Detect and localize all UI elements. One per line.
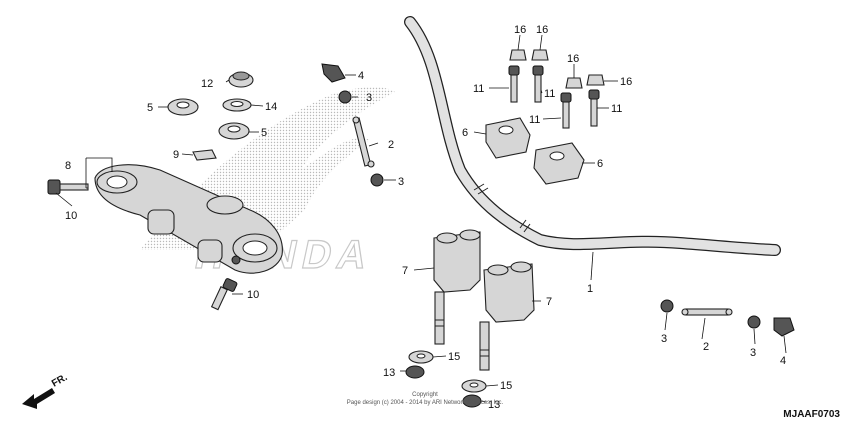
callout-4: 4 bbox=[780, 355, 786, 367]
bolt-11-c bbox=[560, 92, 572, 129]
callout-13: 13 bbox=[383, 367, 395, 379]
bolt-11-a bbox=[508, 65, 520, 103]
callout-11: 11 bbox=[544, 88, 555, 100]
callout-3: 3 bbox=[750, 347, 756, 359]
direction-label: FR. bbox=[50, 372, 70, 390]
top-bridge bbox=[94, 164, 283, 274]
callout-16: 16 bbox=[514, 24, 526, 36]
callout-15: 15 bbox=[448, 351, 460, 363]
callout-3: 3 bbox=[398, 176, 404, 188]
callout-7: 7 bbox=[402, 265, 408, 277]
callout-11: 11 bbox=[611, 103, 622, 115]
clamp-4-upper bbox=[321, 63, 346, 83]
callout-3: 3 bbox=[366, 92, 372, 104]
handlebar bbox=[404, 16, 781, 256]
callout-15: 15 bbox=[500, 380, 512, 392]
callout-6: 6 bbox=[462, 127, 468, 139]
clamp-4-lower bbox=[773, 317, 795, 337]
callout-16: 16 bbox=[567, 53, 579, 65]
callout-13: 13 bbox=[488, 399, 500, 411]
bolt-10-left bbox=[47, 179, 89, 195]
callout-5: 5 bbox=[147, 102, 153, 114]
callout-1: 1 bbox=[587, 283, 593, 295]
callout-6: 6 bbox=[597, 158, 603, 170]
washer-15-b bbox=[461, 379, 487, 393]
callout-12: 12 bbox=[201, 78, 213, 90]
washer-5-right bbox=[218, 122, 250, 140]
bolt-11-b bbox=[532, 65, 544, 103]
leader-lines bbox=[55, 34, 787, 403]
callout-16: 16 bbox=[536, 24, 548, 36]
washer-9 bbox=[192, 149, 217, 161]
callout-2: 2 bbox=[388, 139, 394, 151]
callout-8: 8 bbox=[65, 160, 71, 172]
callout-7: 7 bbox=[546, 296, 552, 308]
front-direction-indicator: FR. bbox=[22, 372, 70, 409]
bolt-cap-16-a bbox=[509, 49, 527, 61]
bolt-cap-16-b bbox=[531, 49, 549, 61]
callout-4: 4 bbox=[358, 70, 364, 82]
copyright-line1: Copyright bbox=[412, 392, 438, 398]
diagram-code: MJAAF0703 bbox=[783, 409, 840, 420]
callout-10: 10 bbox=[65, 210, 77, 222]
upper-holder-6-a bbox=[485, 117, 531, 159]
callout-9: 9 bbox=[173, 149, 179, 161]
washer-5-left bbox=[167, 98, 199, 116]
bolt-cap-16-d bbox=[586, 74, 605, 86]
nut-3-upper-b bbox=[370, 173, 384, 187]
callout-11: 11 bbox=[473, 83, 484, 95]
callout-14: 14 bbox=[265, 101, 277, 113]
bolt-10-lower bbox=[210, 278, 238, 311]
callout-3: 3 bbox=[661, 333, 667, 345]
riser-7-b bbox=[479, 261, 535, 371]
arrow-left-icon bbox=[22, 388, 55, 409]
callouts: 1 2 2 3 3 3 3 4 4 5 5 6 6 7 7 8 9 10 10 … bbox=[65, 24, 786, 411]
upper-holder-6-b bbox=[533, 142, 585, 185]
nut-3-upper-a bbox=[338, 90, 352, 104]
callout-16: 16 bbox=[620, 76, 632, 88]
bolt-cap-16-c bbox=[565, 77, 583, 89]
stem-nut-12 bbox=[228, 71, 254, 88]
nut-3-lower-b bbox=[747, 315, 761, 329]
washer-14 bbox=[222, 98, 252, 112]
callout-11: 11 bbox=[529, 114, 540, 126]
copyright-line2: Page design (c) 2004 - 2014 by ARI Netwo… bbox=[347, 400, 504, 406]
damper-rod-2 bbox=[352, 116, 375, 168]
nut-3-lower-a bbox=[660, 299, 674, 313]
riser-7-a bbox=[433, 229, 481, 345]
washer-15-a bbox=[408, 350, 434, 364]
callout-10: 10 bbox=[247, 289, 259, 301]
damper-rod-2-lower bbox=[681, 308, 733, 316]
callout-2: 2 bbox=[703, 341, 709, 353]
callout-5: 5 bbox=[261, 127, 267, 139]
bolt-11-d bbox=[588, 89, 600, 127]
nut-13-a bbox=[405, 365, 425, 379]
